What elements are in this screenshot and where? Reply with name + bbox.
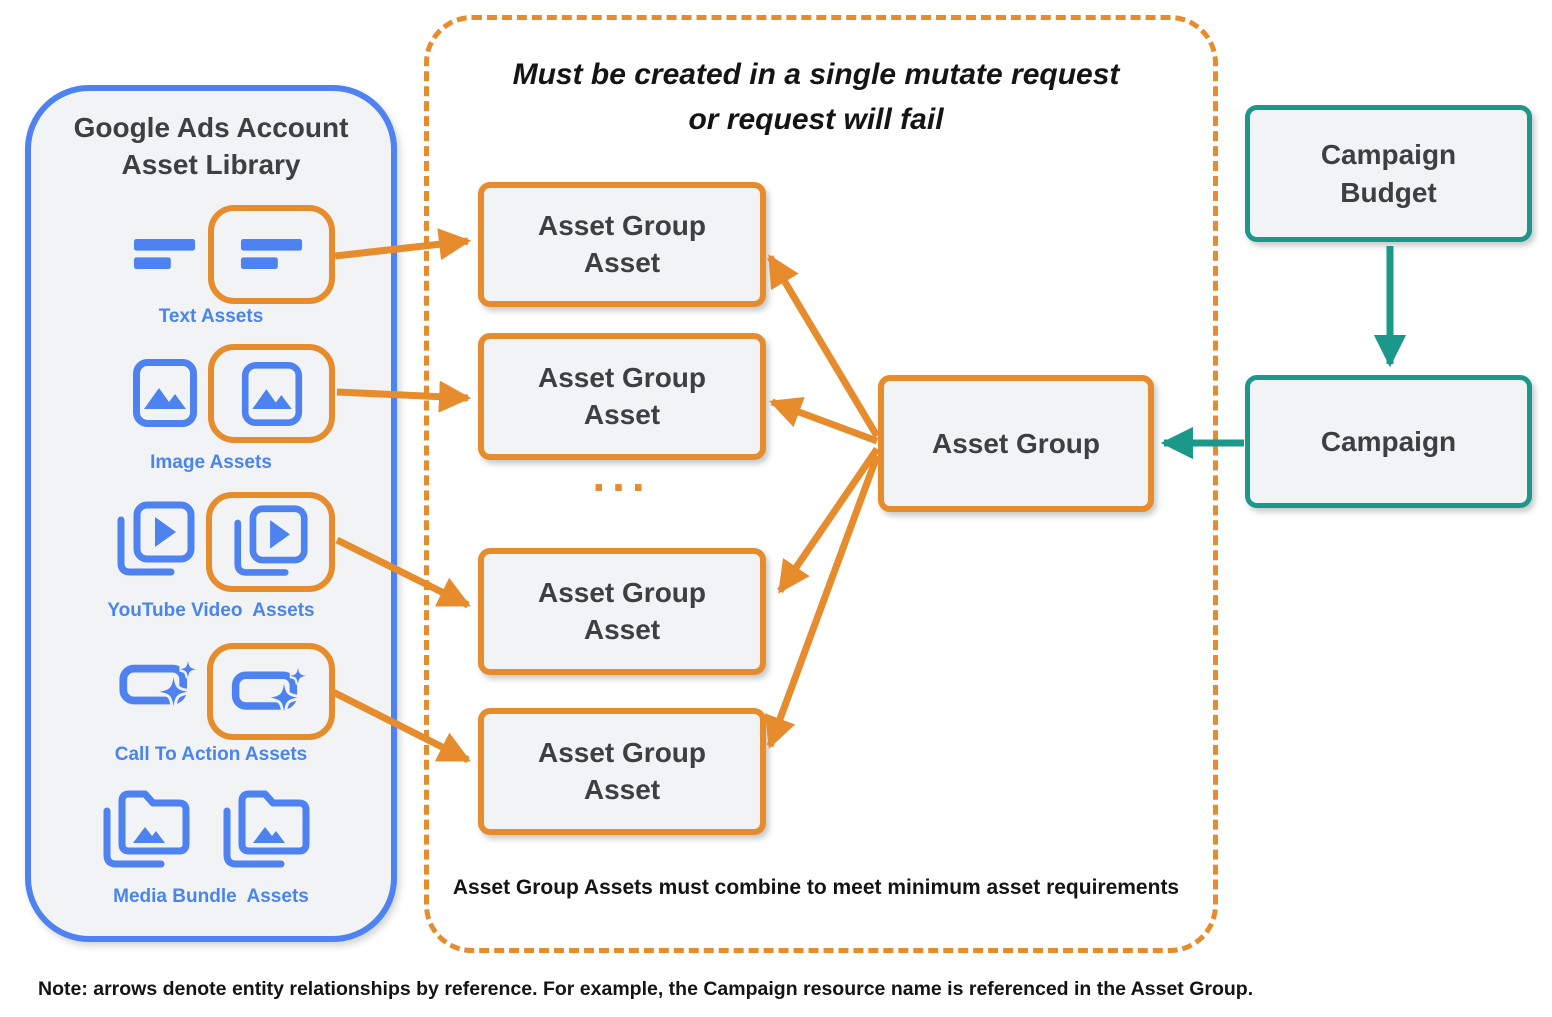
media-bundle-asset-icon [101, 786, 191, 870]
campaign-box: Campaign [1245, 375, 1532, 508]
mutate-panel-footnote: Asset Group Assets must combine to meet … [452, 876, 1180, 899]
mutate-request-title-line1: Must be created in a single mutate reque… [512, 58, 1120, 91]
ellipsis: ... [592, 449, 652, 501]
youtube-video-asset-icon [231, 504, 311, 580]
page-note: Note: arrows denote entity relationships… [38, 978, 1254, 1000]
text-asset-icon [133, 238, 197, 271]
call-to-action-asset-icon [230, 665, 312, 719]
text-asset-icon [240, 238, 304, 271]
call-to-action-asset-highlight [207, 643, 335, 740]
mutate-request-title: Must be created in a single mutate reque… [471, 52, 1161, 142]
image-asset-highlight [208, 344, 335, 443]
mutate-request-title-line2: or request will fail [688, 103, 944, 136]
asset-library-title: Google Ads Account Asset Library [73, 112, 349, 180]
asset-group-asset-label: Asset Group Asset [537, 362, 707, 430]
youtube-video-asset-highlight [206, 492, 335, 592]
campaign-label: Campaign [1320, 425, 1457, 457]
call-to-action-asset-icon [118, 658, 202, 714]
asset-group-asset-box-4: Asset Group Asset [478, 708, 766, 835]
asset-group-asset-label: Asset Group Asset [537, 210, 707, 278]
image-assets-label: Image Assets [150, 452, 272, 473]
asset-group-label: Asset Group [931, 427, 1101, 459]
media-bundle-assets-label: Media Bundle Assets [113, 886, 309, 907]
asset-group-asset-box-1: Asset Group Asset [478, 182, 766, 307]
call-to-action-assets-label: Call To Action Assets [114, 744, 308, 765]
youtube-video-asset-icon [114, 500, 198, 580]
campaign-budget-box: Campaign Budget [1245, 105, 1532, 242]
youtube-video-assets-label: YouTube Video Assets [107, 600, 315, 621]
text-asset-highlight [208, 205, 335, 304]
asset-group-box: Asset Group [878, 375, 1154, 512]
image-asset-icon [241, 361, 303, 427]
asset-group-asset-box-3: Asset Group Asset [478, 548, 766, 675]
campaign-budget-label: Campaign Budget [1320, 138, 1457, 208]
asset-group-asset-label: Asset Group Asset [537, 577, 707, 645]
media-bundle-asset-icon [221, 786, 311, 870]
asset-group-asset-box-2: Asset Group Asset [478, 333, 766, 460]
asset-group-asset-label: Asset Group Asset [537, 737, 707, 805]
image-asset-icon [132, 358, 198, 428]
text-assets-label: Text Assets [158, 306, 264, 327]
